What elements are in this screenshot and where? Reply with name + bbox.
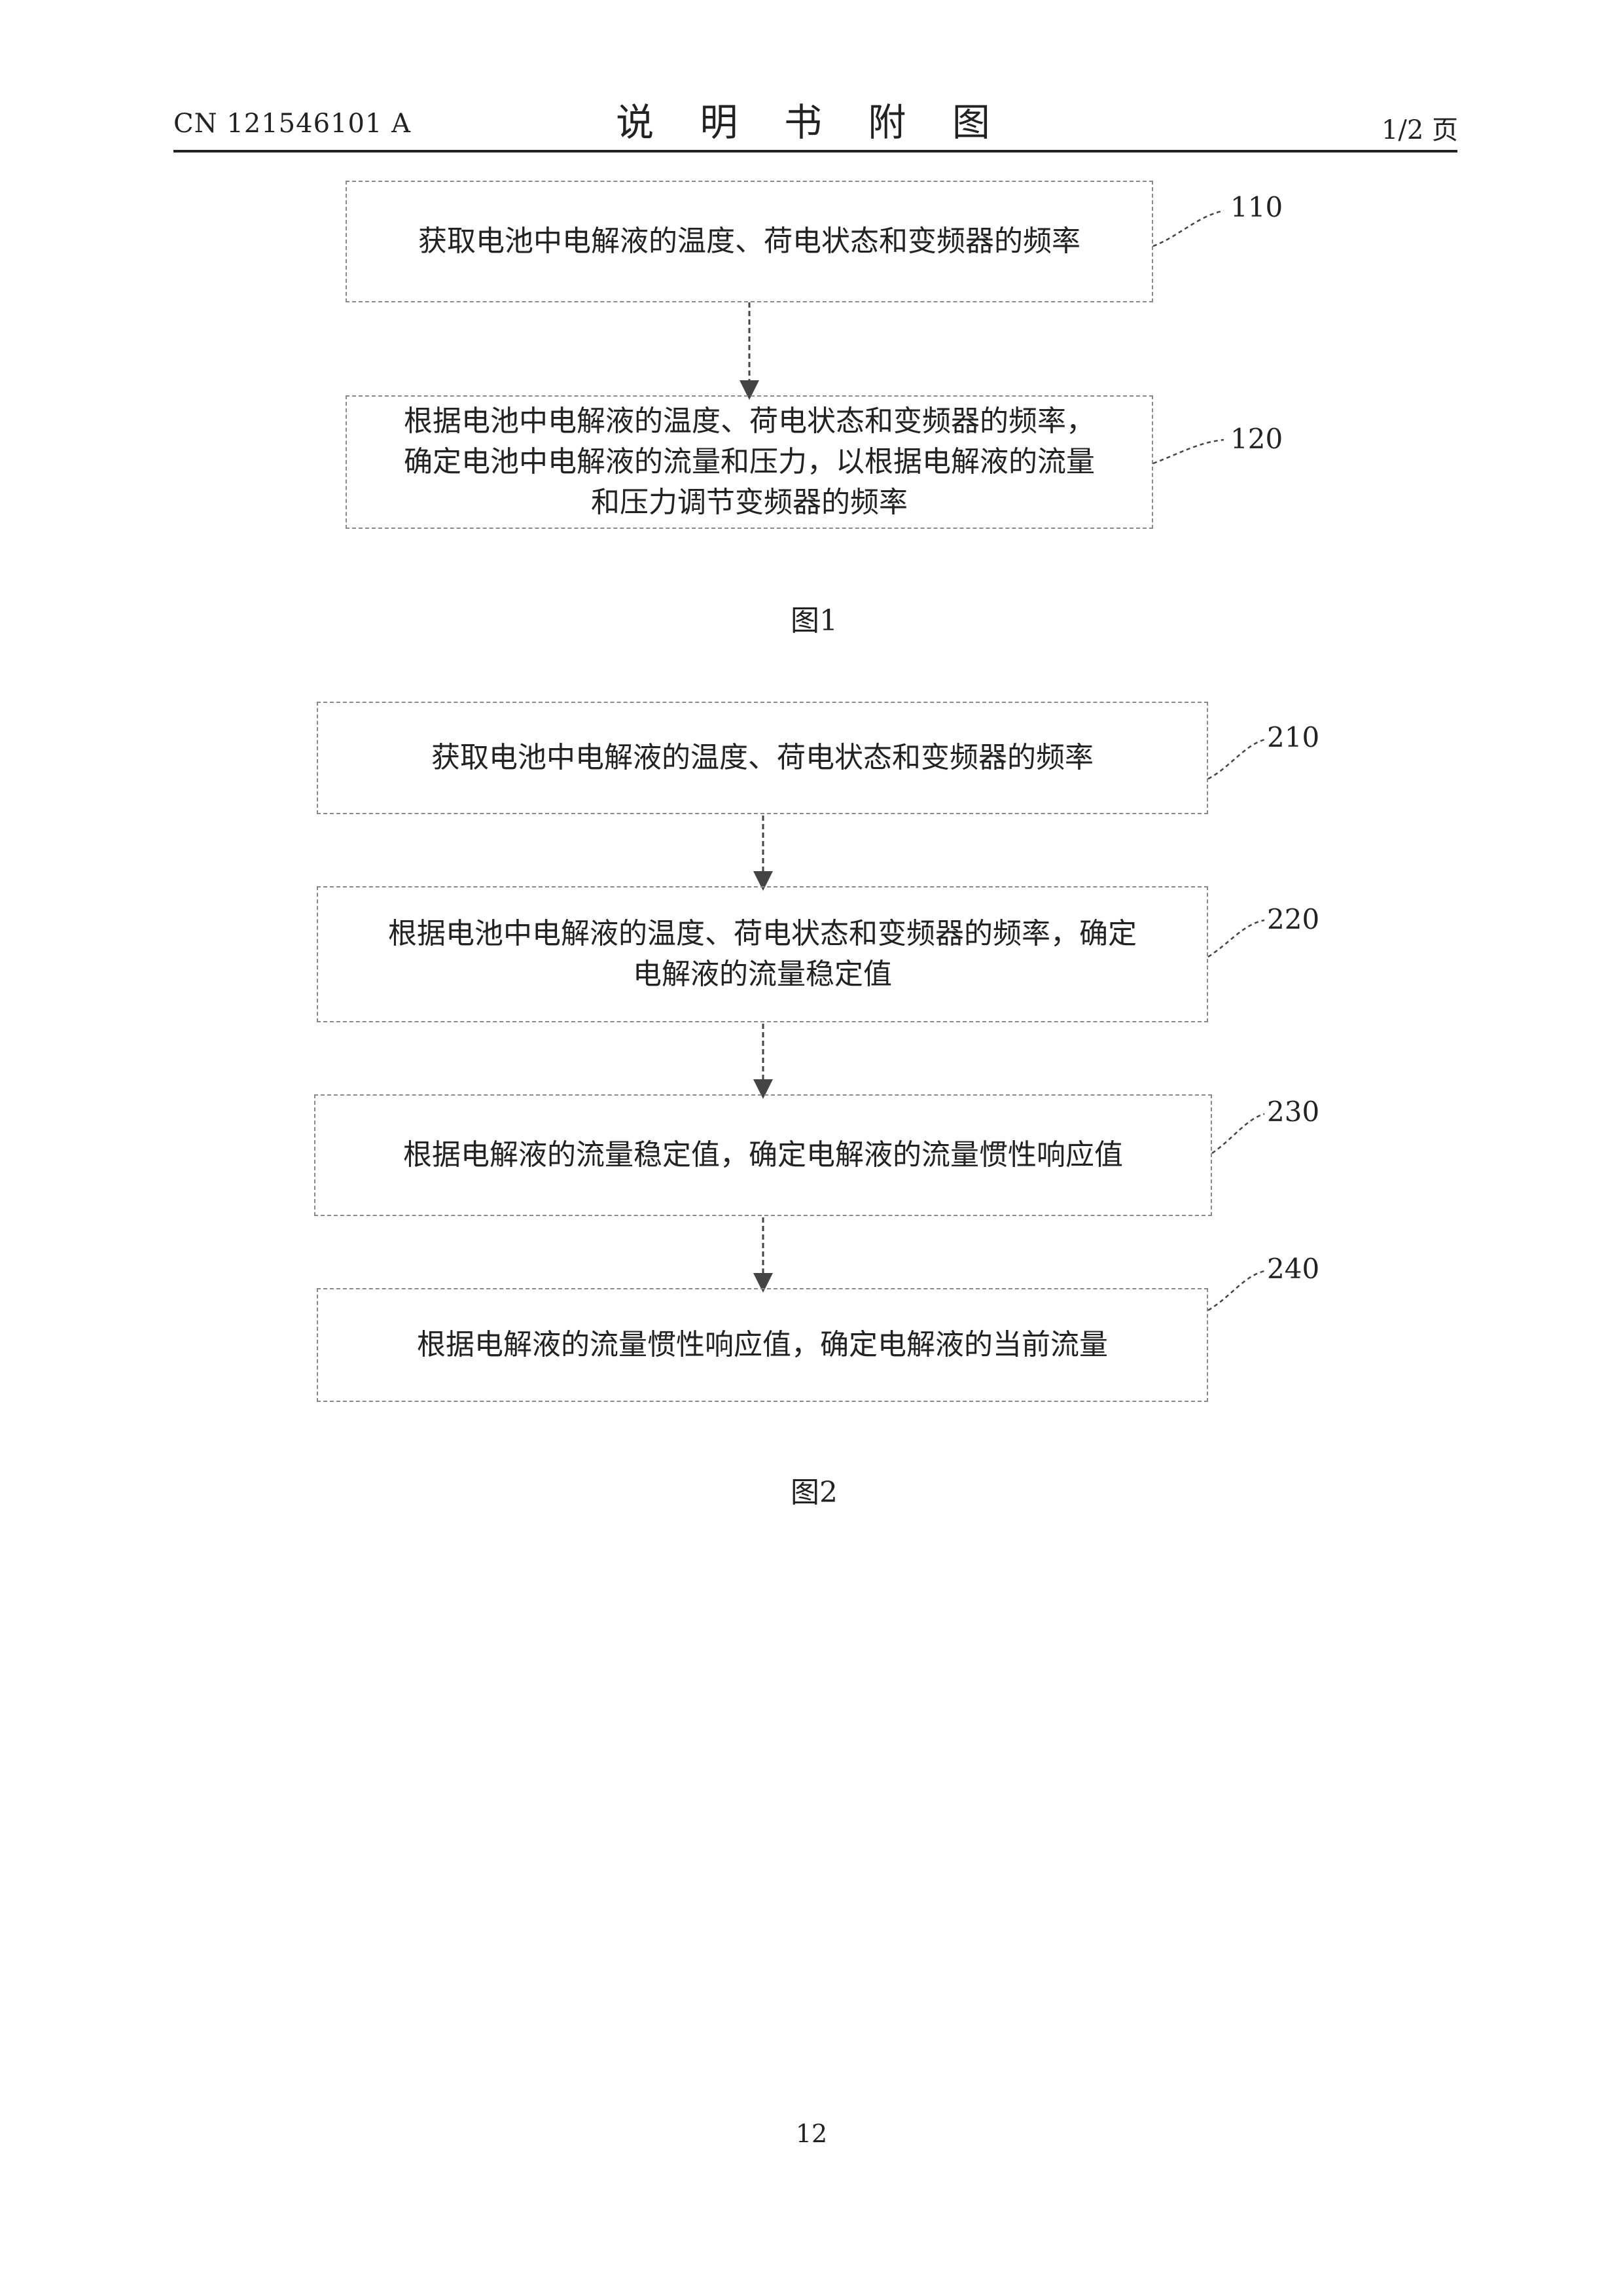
- fig2-caption: 图2: [791, 1469, 838, 1511]
- page-number: 12: [772, 2119, 851, 2148]
- fig2-step-240-box: 根据电解液的流量惯性响应值，确定电解液的当前流量: [317, 1288, 1208, 1402]
- leader-210: [1208, 740, 1264, 779]
- fig1-caption: 图1: [791, 597, 838, 639]
- fig2-step-210-box: 获取电池中电解液的温度、荷电状态和变频器的频率: [317, 702, 1208, 814]
- fig2-step-210-text: 获取电池中电解液的温度、荷电状态和变频器的频率: [431, 738, 1094, 778]
- fig1-step-120-line-1: 根据电池中电解液的温度、荷电状态和变频器的频率，: [404, 401, 1095, 442]
- fig2-step-220-box: 根据电池中电解液的温度、荷电状态和变频器的频率，确定 电解液的流量稳定值: [317, 886, 1208, 1022]
- fig2-step-230-label: 230: [1267, 1096, 1319, 1128]
- fig2-step-220-label: 220: [1267, 903, 1319, 935]
- leader-220: [1208, 920, 1264, 957]
- fig1-step-120-line-2: 确定电池中电解液的流量和压力，以根据电解液的流量: [404, 442, 1095, 482]
- fig1-step-110-box: 获取电池中电解液的温度、荷电状态和变频器的频率: [346, 181, 1153, 302]
- fig2-step-230-text: 根据电解液的流量稳定值，确定电解液的流量惯性响应值: [403, 1135, 1123, 1175]
- fig2-step-220-line-1: 根据电池中电解液的温度、荷电状态和变频器的频率，确定: [388, 914, 1137, 954]
- fig1-step-120-box: 根据电池中电解液的温度、荷电状态和变频器的频率， 确定电池中电解液的流量和压力，…: [346, 395, 1153, 529]
- fig2-step-220-line-2: 电解液的流量稳定值: [388, 954, 1137, 995]
- leader-120: [1153, 440, 1224, 463]
- leader-110: [1153, 211, 1224, 246]
- fig2-step-210-label: 210: [1267, 721, 1319, 753]
- leader-230: [1212, 1114, 1264, 1153]
- fig1-step-120-line-3: 和压力调节变频器的频率: [404, 482, 1095, 523]
- fig1-step-120-label: 120: [1230, 423, 1283, 455]
- fig1-step-110-text: 获取电池中电解液的温度、荷电状态和变频器的频率: [418, 221, 1080, 262]
- fig2-step-240-label: 240: [1267, 1253, 1319, 1285]
- fig2-step-240-text: 根据电解液的流量惯性响应值，确定电解液的当前流量: [417, 1325, 1108, 1365]
- fig2-step-230-box: 根据电解液的流量稳定值，确定电解液的流量惯性响应值: [314, 1094, 1212, 1216]
- leader-240: [1208, 1271, 1264, 1310]
- fig1-step-110-label: 110: [1230, 191, 1283, 223]
